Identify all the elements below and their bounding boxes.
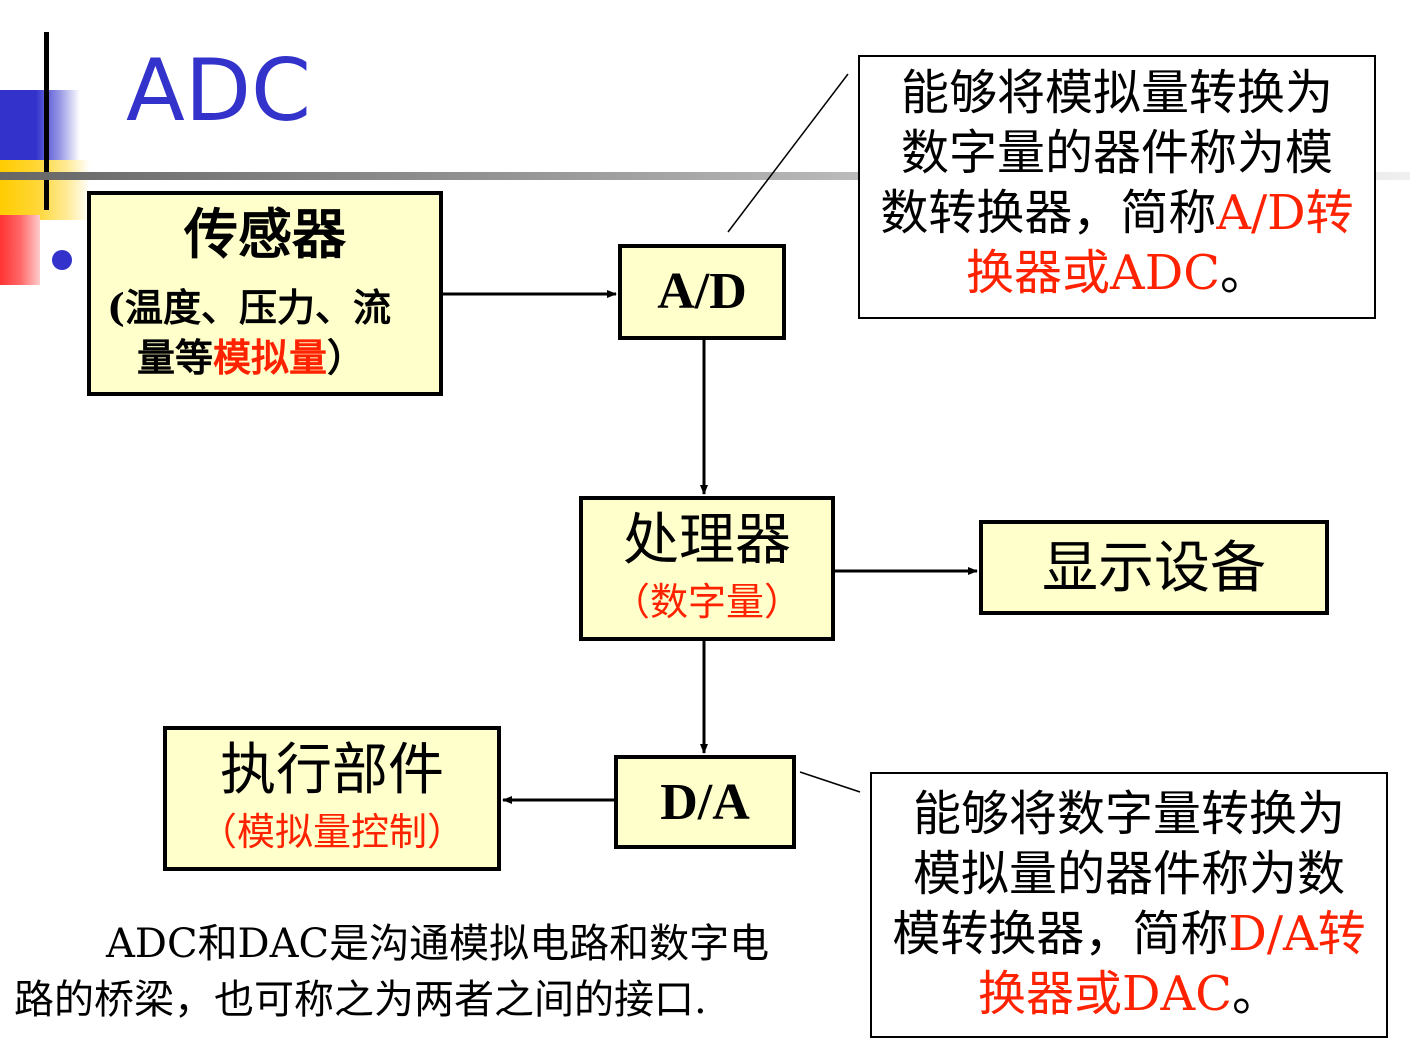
sensor-desc-line1: (温度、压力、流 [107,285,391,330]
actuator-title: 执行部件 [220,738,444,803]
ad-callout-line1: 能够将模拟量转换为 [900,65,1333,121]
ad-callout-line4-highlight: 换器或ADC [966,245,1220,301]
leader-line-da [799,771,861,793]
processor-box: 处理器 （数字量） [579,496,835,641]
ad-callout-line4: 换器或ADC。 [860,243,1374,303]
slide-title: ADC [126,41,312,141]
da-label: D/A [660,774,750,831]
ad-callout-line3-text: 数转换器，简称 [880,185,1217,241]
decor-blue-block [0,90,80,170]
da-converter-box: D/A [614,755,796,849]
da-callout-line3-highlight: D/A转 [1228,906,1366,962]
da-callout-line4-text: 。 [1231,966,1280,1022]
ad-converter-box: A/D [618,244,786,340]
actuator-box: 执行部件 （模拟量控制） [163,726,501,871]
processor-title: 处理器 [623,508,791,573]
note-line1: ADC和DAC是沟通模拟电路和数字电 [106,921,770,967]
sensor-desc-highlight: 模拟量 [213,335,328,380]
decor-horizontal-line [0,172,1410,180]
sensor-box: 传感器 (温度、压力、流 量等模拟量） [87,191,443,396]
leader-line-ad [727,73,849,233]
da-callout-line3-text: 模转换器，简称 [892,906,1229,962]
da-definition-callout: 能够将数字量转换为 模拟量的器件称为数 模转换器，简称D/A转 换器或DAC。 [870,772,1388,1038]
sensor-desc-line2: 量等模拟量） [137,335,365,381]
da-callout-line3: 模转换器，简称D/A转 [872,904,1386,964]
da-callout-line4-highlight: 换器或DAC [978,966,1232,1022]
da-callout-line2: 模拟量的器件称为数 [912,846,1345,902]
note-line2: 路的桥梁，也可称之为两者之间的接口. [14,977,707,1023]
ad-callout-line4-text: 。 [1219,245,1268,301]
da-callout-line4: 换器或DAC。 [872,964,1386,1024]
display-device-box: 显示设备 [979,520,1329,615]
decor-vertical-line [44,32,49,210]
display-device-title: 显示设备 [1042,536,1266,601]
bullet-dot-icon [52,250,72,270]
ad-callout-line3: 数转换器，简称A/D转 [860,183,1374,243]
actuator-subtitle: （模拟量控制） [198,810,465,854]
ad-callout-line3-highlight: A/D转 [1216,185,1354,241]
processor-subtitle: （数字量） [611,580,802,624]
ad-callout-line2: 数字量的器件称为模 [900,125,1333,181]
ad-label: A/D [657,263,747,320]
sensor-title: 传感器 [184,202,346,266]
da-callout-line1: 能够将数字量转换为 [912,786,1345,842]
sensor-desc-suffix: ） [327,335,366,380]
ad-definition-callout: 能够将模拟量转换为 数字量的器件称为模 数转换器，简称A/D转 换器或ADC。 [858,55,1376,319]
decor-red-block [0,215,40,285]
sensor-desc-prefix: 量等 [137,335,214,380]
